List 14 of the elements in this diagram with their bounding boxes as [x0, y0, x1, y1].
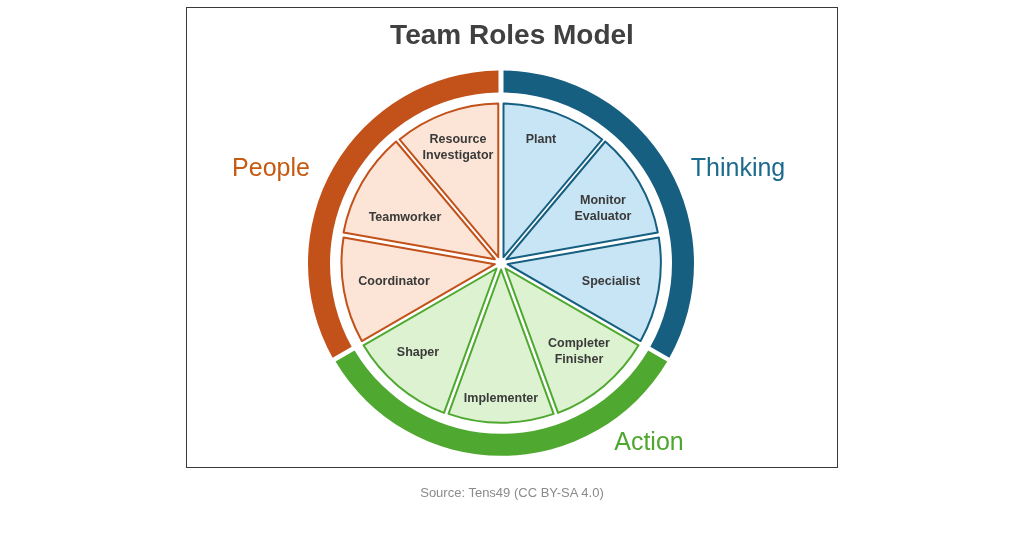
category-label: People	[232, 152, 310, 182]
role-label: Monitor Evaluator	[573, 192, 633, 224]
role-label: Specialist	[581, 273, 641, 289]
role-label: Shaper	[396, 344, 440, 360]
role-label: Resource Investigator	[421, 131, 495, 163]
role-label: Completer Finisher	[547, 335, 611, 367]
role-label: Coordinator	[358, 273, 430, 289]
category-label: Thinking	[690, 152, 786, 182]
role-label: Plant	[525, 131, 557, 147]
role-label: Teamworker	[368, 209, 442, 225]
diagram-title: Team Roles Model	[390, 18, 634, 52]
role-label: Implementer	[463, 390, 539, 406]
source-caption: Source: Tens49 (CC BY-SA 4.0)	[420, 484, 604, 502]
category-label: Action	[614, 426, 684, 456]
